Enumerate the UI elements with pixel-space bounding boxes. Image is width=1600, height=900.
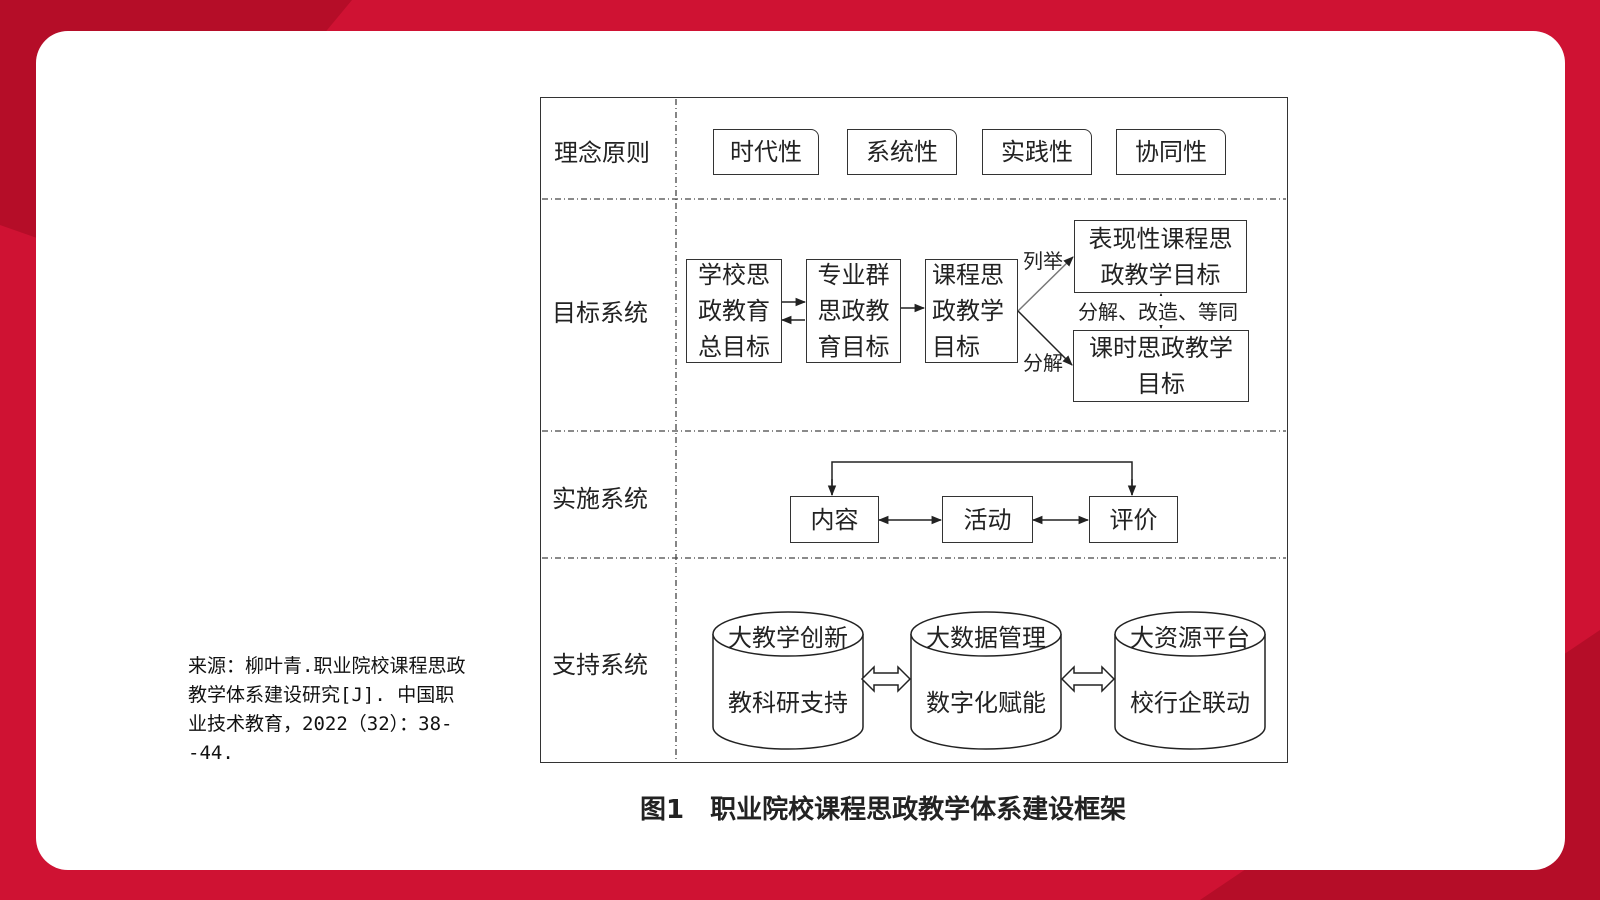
cylinder-title: 大资源平台 bbox=[1130, 624, 1250, 652]
goal-school-box: 学校思政教育总目标 bbox=[686, 259, 782, 363]
arrow bbox=[1017, 256, 1074, 312]
connector bbox=[831, 461, 1133, 495]
goal-manifest-box: 表现性课程思政教学目标 bbox=[1074, 220, 1247, 293]
row-label-implementation: 实施系统 bbox=[552, 485, 648, 513]
principle-box: 时代性 bbox=[713, 129, 819, 175]
principle-box: 协同性 bbox=[1116, 129, 1226, 175]
edge-label-list: 列举 bbox=[1023, 249, 1063, 273]
row-label-goals: 目标系统 bbox=[552, 299, 648, 327]
cylinder-body: 数字化赋能 bbox=[926, 689, 1046, 717]
edge-label-between: 分解、改造、等同 bbox=[1078, 296, 1238, 325]
cylinder-title: 大教学创新 bbox=[728, 624, 848, 652]
goal-course-box: 课程思政教学目标 bbox=[925, 259, 1018, 363]
figure-caption: 图1 职业院校课程思政教学体系建设框架 bbox=[640, 795, 1127, 825]
diagram-lines bbox=[542, 99, 1286, 761]
cylinder-title: 大数据管理 bbox=[926, 624, 1046, 652]
cylinders bbox=[712, 611, 1266, 750]
cylinder-body: 校行企联动 bbox=[1130, 689, 1250, 717]
arrow bbox=[1017, 310, 1073, 366]
impl-content-box: 内容 bbox=[790, 496, 879, 543]
double-arrows bbox=[860, 665, 1116, 693]
edge-label-decompose: 分解 bbox=[1023, 351, 1063, 375]
principle-box: 系统性 bbox=[847, 129, 957, 175]
source-note: 来源：柳叶青.职业院校课程思政教学体系建设研究[J]. 中国职业技术教育，202… bbox=[188, 655, 466, 764]
goal-major-box: 专业群思政教育目标 bbox=[806, 259, 901, 363]
goal-lesson-box: 课时思政教学目标 bbox=[1073, 330, 1249, 402]
impl-activity-box: 活动 bbox=[942, 496, 1033, 543]
diagram-frame bbox=[540, 97, 1288, 763]
row-label-principles: 理念原则 bbox=[554, 139, 650, 167]
principle-box: 实践性 bbox=[982, 129, 1092, 175]
cylinder-body: 教科研支持 bbox=[728, 689, 848, 717]
row-label-support: 支持系统 bbox=[552, 651, 648, 679]
impl-evaluation-box: 评价 bbox=[1089, 496, 1178, 543]
